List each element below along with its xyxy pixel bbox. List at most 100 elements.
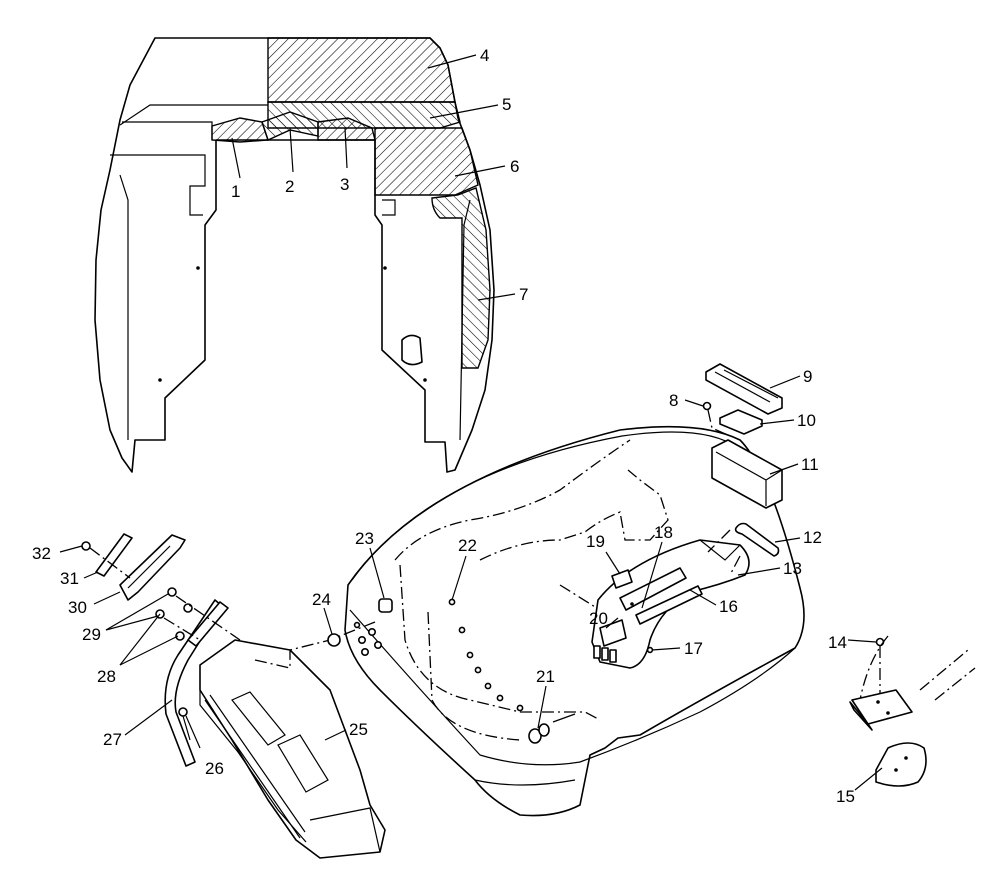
plate-part-15	[875, 742, 927, 787]
hidden-outline-5	[559, 584, 601, 611]
hidden-outline-4	[427, 611, 521, 741]
lens-part-12	[734, 522, 780, 557]
nut-part-24	[327, 633, 341, 647]
callout-29: 29	[82, 625, 101, 644]
pad-part-10	[719, 409, 763, 435]
callout-28: 28	[97, 667, 116, 686]
nut-part-28a	[183, 603, 193, 613]
lid-part-9-detail	[714, 369, 779, 403]
callout-9: 9	[803, 367, 812, 386]
callout-7: 7	[519, 285, 528, 304]
tray-assembly	[344, 425, 805, 817]
callout-19: 19	[586, 532, 605, 551]
screw-part-32-path	[89, 547, 131, 579]
hinge-part	[851, 689, 913, 725]
hood-side-left	[119, 174, 129, 440]
hidden-outline-3	[479, 469, 669, 561]
bolt-part-29a	[167, 587, 177, 597]
bumper-assembly	[81, 533, 386, 859]
bracket-part-30	[119, 534, 186, 601]
callout-27: 27	[103, 730, 122, 749]
decal-part-3	[317, 117, 376, 141]
hidden-outline-1	[394, 439, 631, 561]
callout-31: 31	[60, 569, 79, 588]
callout-14: 14	[828, 633, 847, 652]
hinge-rail-2	[934, 667, 976, 701]
rivet-dot	[196, 266, 200, 270]
callout-23: 23	[355, 529, 374, 548]
callout-32: 32	[32, 544, 51, 563]
hood-inner-panel-left	[119, 104, 268, 126]
hidden-outline-2	[399, 564, 601, 721]
tray-lip	[349, 609, 796, 766]
hinge-assembly	[849, 635, 976, 787]
tray-holes	[353, 598, 524, 712]
bolt-part-26	[178, 707, 188, 717]
box-part-11-inner	[715, 451, 783, 506]
callout-10: 10	[797, 411, 816, 430]
decal-part-18	[619, 567, 687, 611]
callout-30: 30	[68, 598, 87, 617]
callout-labels: 1 2 3 4 5 6 7 8 9 10 11 12 13 14 15 16 1…	[32, 46, 855, 806]
callout-25: 25	[349, 720, 368, 739]
callout-13: 13	[783, 559, 802, 578]
callout-17: 17	[684, 639, 703, 658]
tray-rim	[351, 431, 739, 581]
rail-part-28	[187, 601, 229, 647]
lens-part-12-path	[707, 529, 741, 576]
callout-2: 2	[285, 177, 294, 196]
callout-1: 1	[231, 182, 240, 201]
bumper-part-25	[199, 639, 386, 859]
screw-part-17	[646, 646, 654, 654]
rivet-dot	[158, 378, 162, 382]
screw-part-32	[81, 541, 91, 551]
screw-part-14	[875, 637, 885, 647]
grommet-part-21b	[538, 723, 550, 737]
screw-part-8	[702, 401, 712, 411]
bumper-panel-1	[231, 691, 286, 746]
decal-part-16	[635, 585, 703, 625]
assembly-line-24	[254, 621, 376, 669]
callout-26: 26	[205, 759, 224, 778]
strip-part-31	[95, 533, 133, 577]
bumper-tip	[309, 807, 381, 853]
console-box-assembly	[702, 363, 783, 576]
hinge-barrel	[849, 701, 873, 731]
hinge-rail-1	[919, 649, 969, 691]
headlight-lens	[401, 334, 423, 366]
bracket-part-30-inner	[127, 545, 171, 589]
callout-8: 8	[669, 391, 678, 410]
grommet-part-21a	[528, 728, 542, 744]
bumper-panel-2	[277, 734, 329, 793]
bracket-line	[552, 713, 576, 723]
rivet-dot	[423, 378, 427, 382]
callout-18: 18	[654, 523, 673, 542]
rivet-dot	[383, 266, 387, 270]
tray-front-edge	[474, 779, 576, 786]
decal-part-4	[267, 37, 456, 103]
leader-lines	[59, 54, 883, 791]
callout-20: 20	[589, 609, 608, 628]
dash-panel-ridge	[699, 539, 741, 561]
nut-part-28b	[175, 631, 185, 641]
rivet-dot	[630, 602, 634, 606]
callout-21: 21	[536, 667, 555, 686]
callout-12: 12	[803, 528, 822, 547]
callout-4: 4	[480, 46, 489, 65]
callout-3: 3	[340, 175, 349, 194]
hood-assembly	[94, 37, 495, 473]
knob-part-19	[611, 569, 633, 589]
dash-panel-assembly	[591, 539, 750, 669]
hinge-arc-left	[859, 635, 889, 701]
callout-16: 16	[719, 597, 738, 616]
callout-15: 15	[836, 787, 855, 806]
decal-part-6	[374, 127, 479, 196]
bolt-path	[163, 595, 241, 641]
callout-22: 22	[458, 536, 477, 555]
bumper-grille-top	[199, 690, 307, 843]
decal-part-20	[599, 619, 627, 647]
grommet-part-23	[378, 598, 393, 613]
callout-5: 5	[502, 95, 511, 114]
callout-11: 11	[801, 455, 819, 474]
